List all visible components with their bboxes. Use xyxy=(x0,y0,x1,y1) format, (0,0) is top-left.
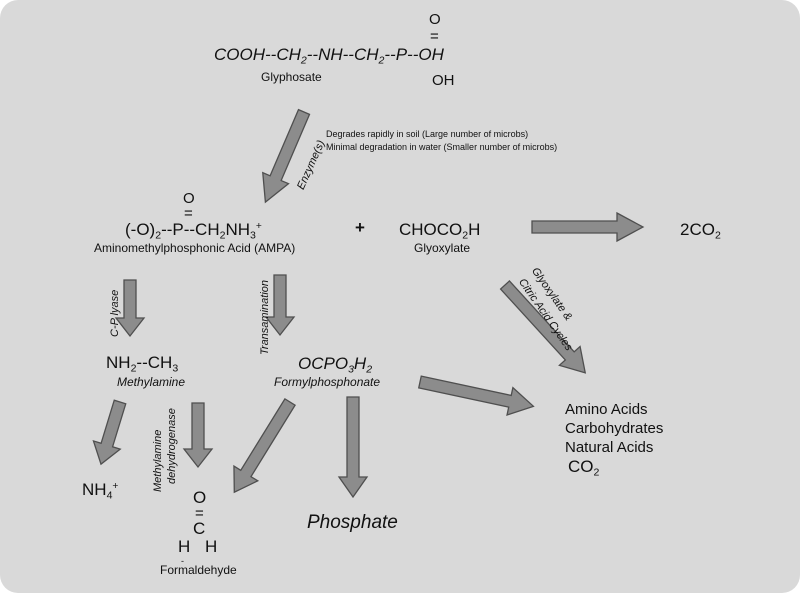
formylphosphonate-name: Formylphosphonate xyxy=(274,375,381,389)
ampa-name: Aminomethylphosphonic Acid (AMPA) xyxy=(94,241,296,255)
co2-product: 2CO2 xyxy=(680,220,721,241)
ampa-formula-sub3: 3 xyxy=(250,229,256,242)
glyphosate-double-bond: = xyxy=(430,28,439,45)
ampa-formula-sup: + xyxy=(255,220,262,232)
co2-product-sub: 2 xyxy=(714,229,721,242)
glyoxylate-formula-main: CHOCO xyxy=(399,220,463,239)
glyoxylate-name: Glyoxylate xyxy=(414,241,471,255)
methylamine-formula-start: NH xyxy=(106,353,131,372)
ampa-formula-start: (-O) xyxy=(125,220,156,239)
methylamine-formula-sub: 2 xyxy=(130,362,137,375)
ammonium-formula-sup: + xyxy=(112,480,119,492)
formaldehyde-bond-dot: - xyxy=(181,556,184,566)
phosphate-label: Phosphate xyxy=(307,512,398,533)
formaldehyde-carbon: C xyxy=(193,519,206,538)
arrow-formylphosphonate-to-phosphate xyxy=(337,396,369,499)
methylamine-formula: NH2--CH3 xyxy=(106,353,178,374)
formaldehyde-h-right: H xyxy=(205,537,218,556)
glyphosate-formula-mid: --NH--CH xyxy=(306,45,379,64)
glyphosate-phosphoryl-oxygen: O xyxy=(429,11,441,28)
glyphosate-formula-sub2: 2 xyxy=(378,54,385,67)
glyoxylate-formula: CHOCO2H xyxy=(399,220,481,241)
glyphosate-formula-sub1: 2 xyxy=(300,54,307,67)
ammonium-formula-main: NH xyxy=(82,480,107,499)
glyphosate-formula-end: --P--OH xyxy=(384,45,444,64)
formaldehyde-name: Formaldehyde xyxy=(160,563,237,577)
degradation-note-line1: Degrades rapidly in soil (Large number o… xyxy=(326,129,529,139)
arrow-glyoxylate-to-co2 xyxy=(531,211,645,243)
arrow-methylamine-to-ammonium xyxy=(92,399,127,466)
arrow-formylphosphonate-to-formaldehyde xyxy=(233,397,296,494)
formaldehyde-h-left: H xyxy=(178,537,191,556)
formylphosphonate-formula-sub2: 2 xyxy=(366,363,373,376)
formylphosphonate-formula-main: OCPO xyxy=(298,354,349,373)
products-carbohydrates: Carbohydrates xyxy=(565,420,664,437)
arrow-glyphosate-to-ampa xyxy=(262,108,311,204)
co2-product-formula: 2CO xyxy=(680,220,715,239)
methylamine-name: Methylamine xyxy=(117,375,186,389)
ammonium-formula-sub: 4 xyxy=(106,489,113,502)
glyphosate-formula-main: COOH--CH xyxy=(214,45,301,64)
arrow-formylphosphonate-to-amino-acids xyxy=(417,375,535,416)
glyphosate-hydroxyl: OH xyxy=(432,72,455,89)
products-co2: CO2 xyxy=(568,457,599,478)
formylphosphonate-formula: OCPO3H2 xyxy=(298,354,372,375)
plus-sign: + xyxy=(355,218,365,237)
formylphosphonate-formula-end: H xyxy=(353,354,367,373)
products-co2-sub: 2 xyxy=(593,466,600,479)
methylamine-formula-sub2: 3 xyxy=(172,362,179,375)
formaldehyde-oxygen: O xyxy=(193,488,207,507)
glyoxylate-formula-end: H xyxy=(468,220,481,239)
arrow-glyoxylate-to-amino-acids xyxy=(499,280,587,374)
products-natural-acids: Natural Acids xyxy=(565,439,654,456)
ampa-formula-sub2: 2 xyxy=(219,229,226,242)
ampa-double-bond: = xyxy=(184,205,193,222)
arrow-ampa-to-methylamine xyxy=(114,279,146,338)
methylamine-formula-end: --CH xyxy=(136,353,173,372)
formylphosphonate-formula-sub: 3 xyxy=(348,363,354,376)
ampa-phosphoryl-oxygen: O xyxy=(183,190,195,207)
arrow-methylamine-to-formaldehyde xyxy=(182,402,214,469)
glyoxylate-formula-sub: 2 xyxy=(462,229,469,242)
formaldehyde-double-bond: = xyxy=(195,505,204,522)
ammonium-formula: NH4+ xyxy=(82,480,119,501)
products-amino-acids: Amino Acids xyxy=(565,401,648,418)
ampa-formula-sub: 2 xyxy=(155,229,162,242)
degradation-note-line2: Minimal degradation in water (Smaller nu… xyxy=(326,142,558,152)
ampa-formula-mid: --P--CH xyxy=(161,220,220,239)
ampa-formula-end: NH xyxy=(225,220,251,239)
arrow-ampa-to-formylphosphonate xyxy=(264,274,296,337)
ampa-formula: (-O)2--P--CH2NH3+ xyxy=(125,220,262,241)
dehydrogenase-label-line1: Methylamine xyxy=(152,429,164,492)
dehydrogenase-label-line2: dehydrogenase xyxy=(166,408,178,484)
cp-lyase-label: C-P lyase xyxy=(109,289,121,337)
glyphosate-name: Glyphosate xyxy=(261,70,322,84)
products-co2-formula: CO xyxy=(568,457,594,476)
glyphosate-formula: COOH--CH2--NH--CH2--P--OH xyxy=(214,45,444,66)
transamination-label: Transamination xyxy=(259,280,271,355)
